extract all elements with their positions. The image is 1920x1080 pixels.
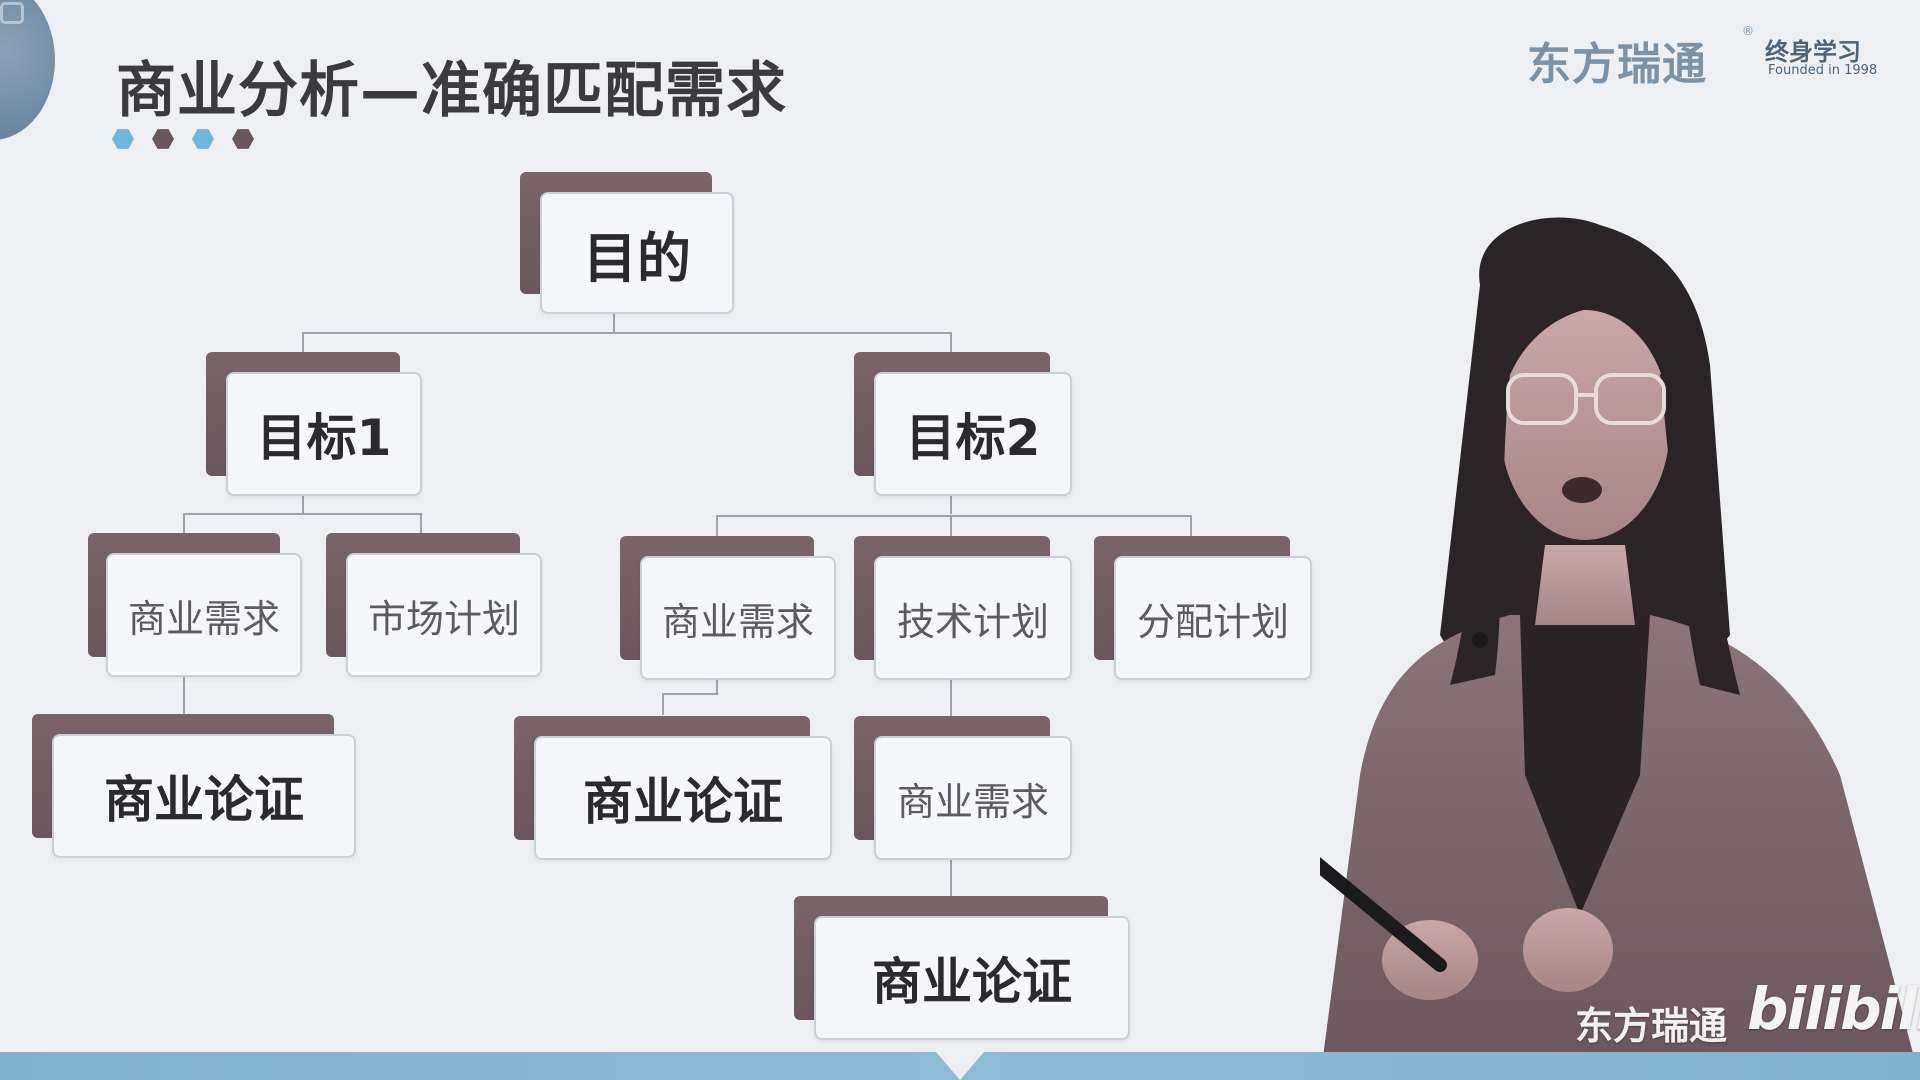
title-dot-4 — [232, 129, 254, 149]
connector — [613, 312, 615, 334]
corner-square-icon — [0, 2, 24, 24]
node-goal2-business-req: 商业需求 — [620, 536, 836, 680]
connector — [183, 513, 421, 515]
node-root-label: 目的 — [540, 192, 734, 314]
registered-mark: ® — [1742, 24, 1754, 38]
node-goal-2-label: 目标2 — [874, 372, 1072, 496]
node-goal1-market-plan: 市场计划 — [326, 533, 542, 677]
connector — [183, 676, 185, 732]
presenter-photo — [1320, 217, 1920, 1080]
node-goal1-business-req: 商业需求 — [88, 533, 302, 677]
connector — [950, 496, 952, 514]
bilibili-logo: bilibili — [1747, 975, 1920, 1043]
title-dot-3 — [192, 129, 214, 149]
node-label: 商业需求 — [106, 553, 302, 677]
node-goal-2: 目标2 — [854, 352, 1072, 496]
node-goal-1-label: 目标1 — [226, 372, 422, 496]
connector — [662, 693, 664, 715]
bottom-notch — [936, 1052, 984, 1080]
node-goal-1: 目标1 — [206, 352, 422, 496]
node-goal2-tech-plan: 技术计划 — [854, 536, 1072, 680]
brand-slogan: 终身学习 — [1765, 38, 1861, 66]
brand-logo: 东方瑞通 — [1527, 39, 1707, 90]
watermark-text: 东方瑞通 — [1575, 1004, 1728, 1048]
connector — [950, 858, 952, 898]
node-goal2-sub-business-req: 商业需求 — [854, 716, 1072, 860]
title-dot-2 — [152, 129, 174, 149]
node-goal2-distribution-plan: 分配计划 — [1094, 536, 1312, 680]
node-label: 商业论证 — [814, 916, 1130, 1040]
node-goal2-business-case-2: 商业论证 — [794, 896, 1130, 1040]
connector — [950, 676, 952, 716]
node-root: 目的 — [520, 172, 734, 314]
connector — [716, 676, 718, 694]
node-label: 商业需求 — [640, 556, 836, 680]
brand-founded: Founded in 1998 — [1768, 63, 1878, 78]
connector — [662, 693, 718, 695]
connector — [302, 496, 304, 514]
node-label: 市场计划 — [346, 553, 542, 677]
node-label: 商业论证 — [52, 734, 356, 858]
node-label: 商业论证 — [534, 736, 832, 860]
connector — [302, 332, 952, 334]
node-goal1-business-case: 商业论证 — [32, 714, 356, 858]
node-goal2-business-case-1: 商业论证 — [514, 716, 832, 860]
node-label: 商业需求 — [874, 736, 1072, 860]
slide-title: 商业分析—准确匹配需求 — [116, 56, 787, 126]
node-label: 技术计划 — [874, 556, 1072, 680]
title-dot-1 — [112, 129, 134, 149]
node-label: 分配计划 — [1114, 556, 1312, 680]
connector — [716, 515, 1192, 517]
